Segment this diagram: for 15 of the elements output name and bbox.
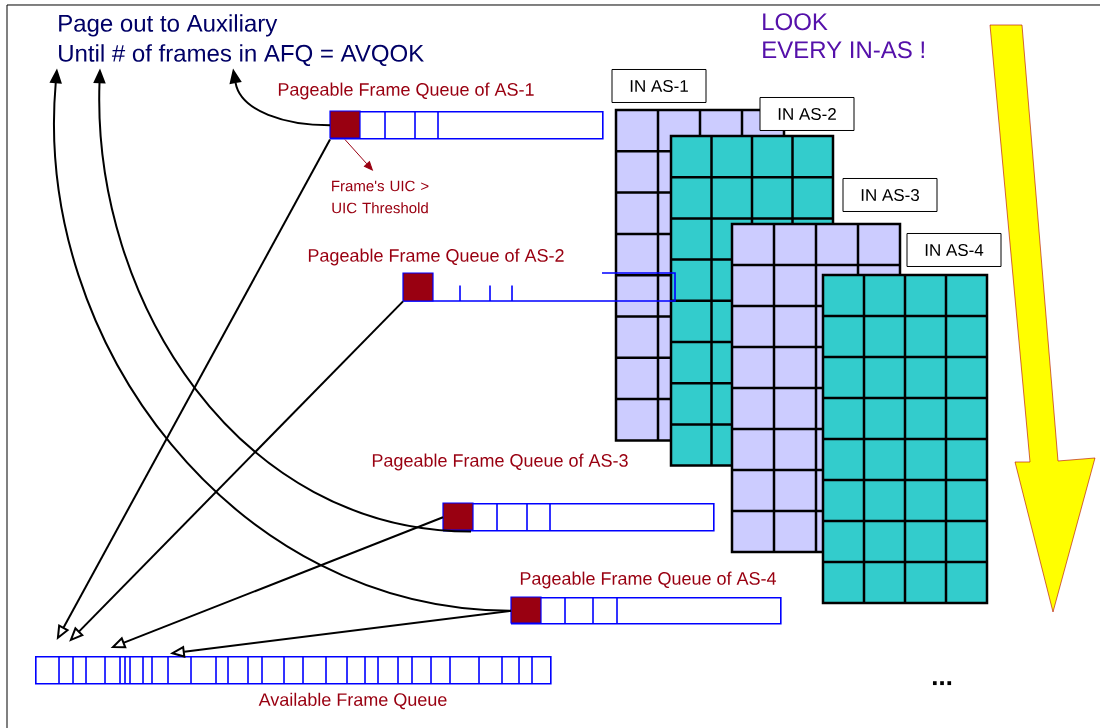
queue-heading: Available Frame Queue bbox=[258, 692, 447, 710]
label-box: IN AS-3 bbox=[842, 178, 938, 212]
queue-heading: Pageable Frame Queue of AS-1 bbox=[278, 82, 534, 100]
queue-heading: Pageable Frame Queue of AS-3 bbox=[372, 453, 628, 471]
note-text: Frame's UIC > UIC Threshold bbox=[332, 180, 429, 214]
dots-text: ... bbox=[932, 681, 952, 686]
queue-heading: Pageable Frame Queue of AS-4 bbox=[520, 571, 776, 589]
note-text: LOOK bbox=[763, 13, 828, 31]
heading-text: Page out to Auxiliary Until # of frames in AFQ = AVQOK bbox=[59, 14, 424, 67]
queue-heading: Pageable Frame Queue of AS-2 bbox=[308, 248, 564, 266]
arrow bbox=[344, 139, 373, 171]
note-text: EVERY IN-AS ! bbox=[763, 41, 924, 59]
label-box: IN AS-4 bbox=[906, 233, 1002, 267]
label-box: IN AS-1 bbox=[611, 69, 707, 103]
label-box: IN AS-2 bbox=[759, 97, 855, 131]
